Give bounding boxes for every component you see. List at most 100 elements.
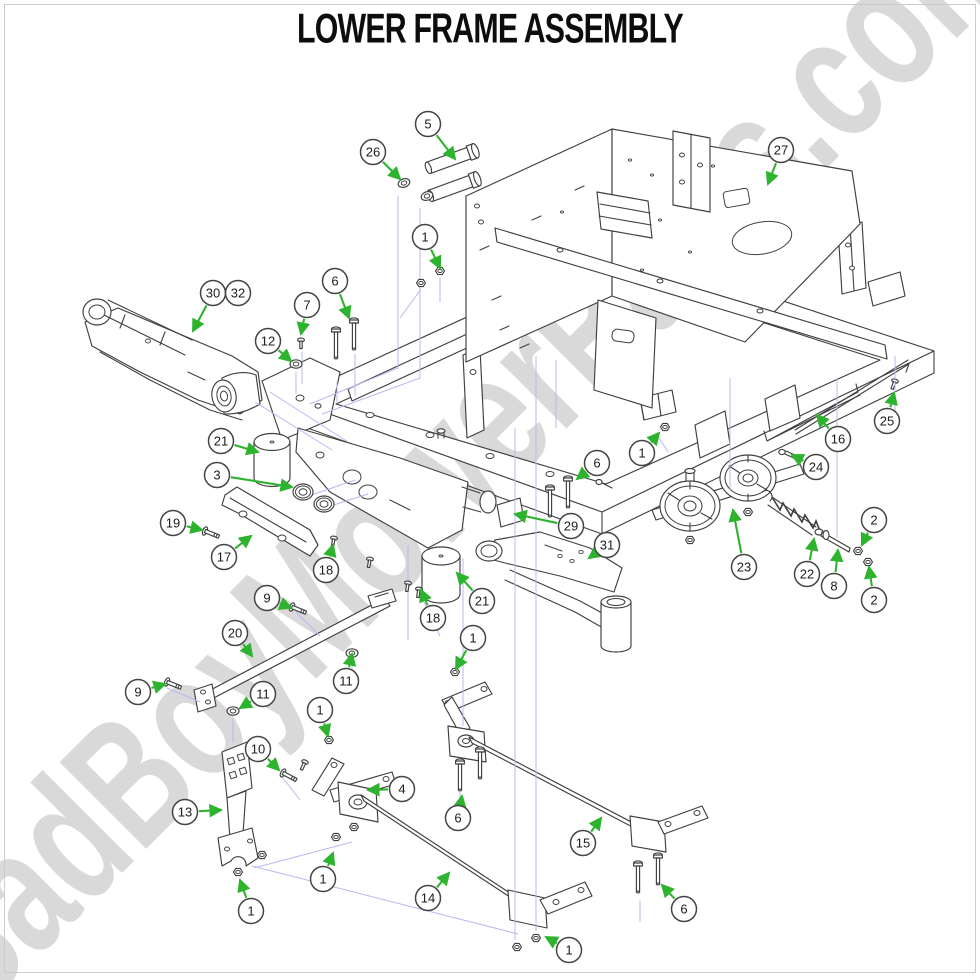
skid-plate [221,486,319,557]
callout-32: 32 [224,279,252,307]
callout-6: 6 [321,267,349,295]
callout-arrow-6 [453,793,467,809]
leader-lines [166,196,896,940]
callout-arrow-6 [660,883,676,900]
page-title: LOWER FRAME ASSEMBLY [297,5,684,52]
callout-arrow-6 [575,466,591,481]
callout-arrow-1 [237,878,251,899]
callout-8: 8 [820,572,848,600]
callout-arrow-1 [428,249,442,270]
callout-arrow-2 [860,531,874,547]
svg-text:13: 13 [178,805,192,820]
callout-1: 1 [306,696,334,724]
svg-text:21: 21 [214,434,228,449]
svg-text:29: 29 [564,519,578,534]
callout-24: 24 [802,453,830,481]
svg-text:14: 14 [421,891,435,906]
callout-31: 31 [593,531,621,559]
callout-arrow-9 [277,597,293,610]
callout-arrow-1 [318,722,332,738]
callout-arrow-9 [151,680,167,694]
svg-text:12: 12 [261,334,275,349]
svg-text:2: 2 [870,593,877,608]
svg-text:6: 6 [454,811,461,826]
tension-spring [761,489,824,536]
callout-arrow-7 [296,318,311,337]
callout-arrow-30 [192,304,208,333]
spring-anchor [595,478,613,489]
svg-text:7: 7 [303,298,310,313]
callout-6: 6 [583,449,611,477]
callout-18: 18 [312,556,340,584]
svg-text:18: 18 [426,611,440,626]
callout-11: 11 [249,680,277,708]
front-hanger-bracket [217,741,259,867]
svg-text:6: 6 [593,456,600,471]
svg-text:24: 24 [809,460,823,475]
callout-arrow-2 [863,564,878,587]
callout-arrow-27 [765,162,779,186]
callout-arrow-18 [419,588,432,606]
callout-1: 1 [628,439,656,467]
svg-text:22: 22 [800,567,814,582]
callout-arrow-3 [230,476,295,492]
callout-arrow-10 [265,756,281,772]
callout-arrow-16 [815,413,830,430]
callout-1: 1 [411,223,439,251]
idler-pulley-left [659,467,721,545]
callout-1: 1 [555,936,583,964]
callout-11: 11 [332,667,360,695]
callout-12: 12 [254,327,282,355]
callout-21: 21 [468,587,496,615]
svg-text:3: 3 [213,468,220,483]
callout-arrow-29 [512,509,558,525]
svg-text:4: 4 [398,782,405,797]
bushing-cylinders [253,432,461,604]
svg-text:27: 27 [774,143,788,158]
svg-text:21: 21 [475,594,489,609]
svg-text:15: 15 [576,836,590,851]
svg-text:1: 1 [247,904,254,919]
callout-arrow-11 [238,696,254,710]
svg-text:1: 1 [421,230,428,245]
svg-text:23: 23 [737,560,751,575]
svg-text:18: 18 [319,563,333,578]
callout-6: 6 [670,895,698,923]
callout-5: 5 [414,110,442,138]
page-border [4,4,976,973]
svg-text:1: 1 [469,631,476,646]
callout-21: 21 [207,427,235,455]
callout-arrow-12 [277,348,293,363]
callout-arrow-6 [338,293,352,320]
callout-arrow-1 [646,431,661,447]
callout-arrow-19 [186,520,204,534]
svg-text:19: 19 [166,516,180,531]
callout-1: 1 [459,624,487,652]
svg-text:25: 25 [880,414,894,429]
svg-text:6: 6 [680,902,687,917]
callout-arrow-13 [198,803,224,818]
callout-arrow-14 [436,871,451,888]
callout-arrow-21 [234,442,260,456]
svg-text:6: 6 [331,274,338,289]
svg-text:8: 8 [830,579,837,594]
svg-text:9: 9 [263,591,270,606]
callout-arrow-20 [239,642,254,658]
bottom-linkage [311,681,709,929]
rod-25 [794,359,910,435]
callout-4: 4 [388,775,416,803]
svg-text:1: 1 [638,446,645,461]
jam-nut-b [862,557,874,567]
svg-text:1: 1 [565,943,572,958]
svg-text:1: 1 [319,872,326,887]
svg-text:9: 9 [134,685,141,700]
callout-19: 19 [159,509,187,537]
callout-arrow-1 [455,649,468,671]
callout-9: 9 [124,678,152,706]
svg-text:26: 26 [366,145,380,160]
svg-text:11: 11 [339,674,353,689]
callout-13: 13 [171,798,199,826]
